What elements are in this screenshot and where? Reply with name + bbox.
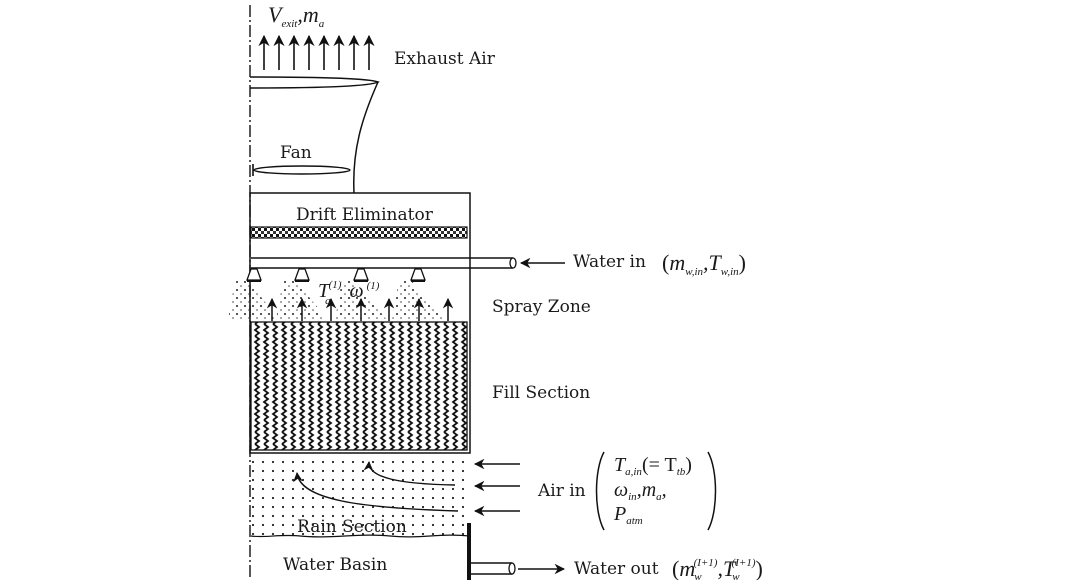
spray-zone-state: Ta(1)ω(1) [318,279,380,307]
fill-section-label: Fill Section [492,383,590,403]
air-inlet-arrows [473,458,520,517]
air-flow-path-2 [293,472,459,512]
exhaust-variables: Vexit,ma [268,2,325,30]
water-out-label: Water out [574,559,659,579]
water-in-label: Water in [573,252,646,272]
water-outlet-pipe [471,562,516,575]
air-in-left-paren [595,451,605,531]
fan-blade [253,165,351,175]
spray-cone [228,280,280,320]
exhaust-air-arrows [258,34,375,70]
air-in-param-line1: Ta,in(= Ttb) [614,454,692,478]
air-in-label: Air in [537,481,586,501]
rain-zone [251,456,470,537]
spray-nozzle [294,268,310,281]
fill-media [250,321,468,451]
tower-casing [249,192,471,454]
exhaust-air-label: Exhaust Air [394,49,496,69]
spray-zone-label: Spray Zone [492,297,591,317]
water-inlet-pipe [251,257,517,269]
water-out-parameters: (mw(I+1),Tw(I+1)) [672,556,763,580]
water-in-parameters: (mw,in,Tw,in) [662,250,746,278]
fan-stack-top-rim [249,76,380,89]
fan-label: Fan [280,143,312,163]
water-basin-label: Water Basin [283,555,387,575]
spray-zone-updraft-arrows [266,297,454,321]
air-in-param-line2: ωin,ma, [614,479,667,503]
fan-stack-wall [352,81,379,194]
air-in-param-line3: Patm [613,503,643,527]
air-flow-path-1 [363,461,456,486]
water-surface [250,534,471,538]
spray-nozzle [410,268,426,281]
spray-nozzle [353,268,369,281]
air-in-right-paren [707,451,717,531]
drift-eliminator-label: Drift Eliminator [296,205,434,225]
spray-nozzle [246,268,262,281]
spray-cone [392,280,444,320]
spray-nozzles [246,268,426,282]
rain-section-label: Rain Section [297,517,407,537]
drift-eliminator [250,226,468,239]
